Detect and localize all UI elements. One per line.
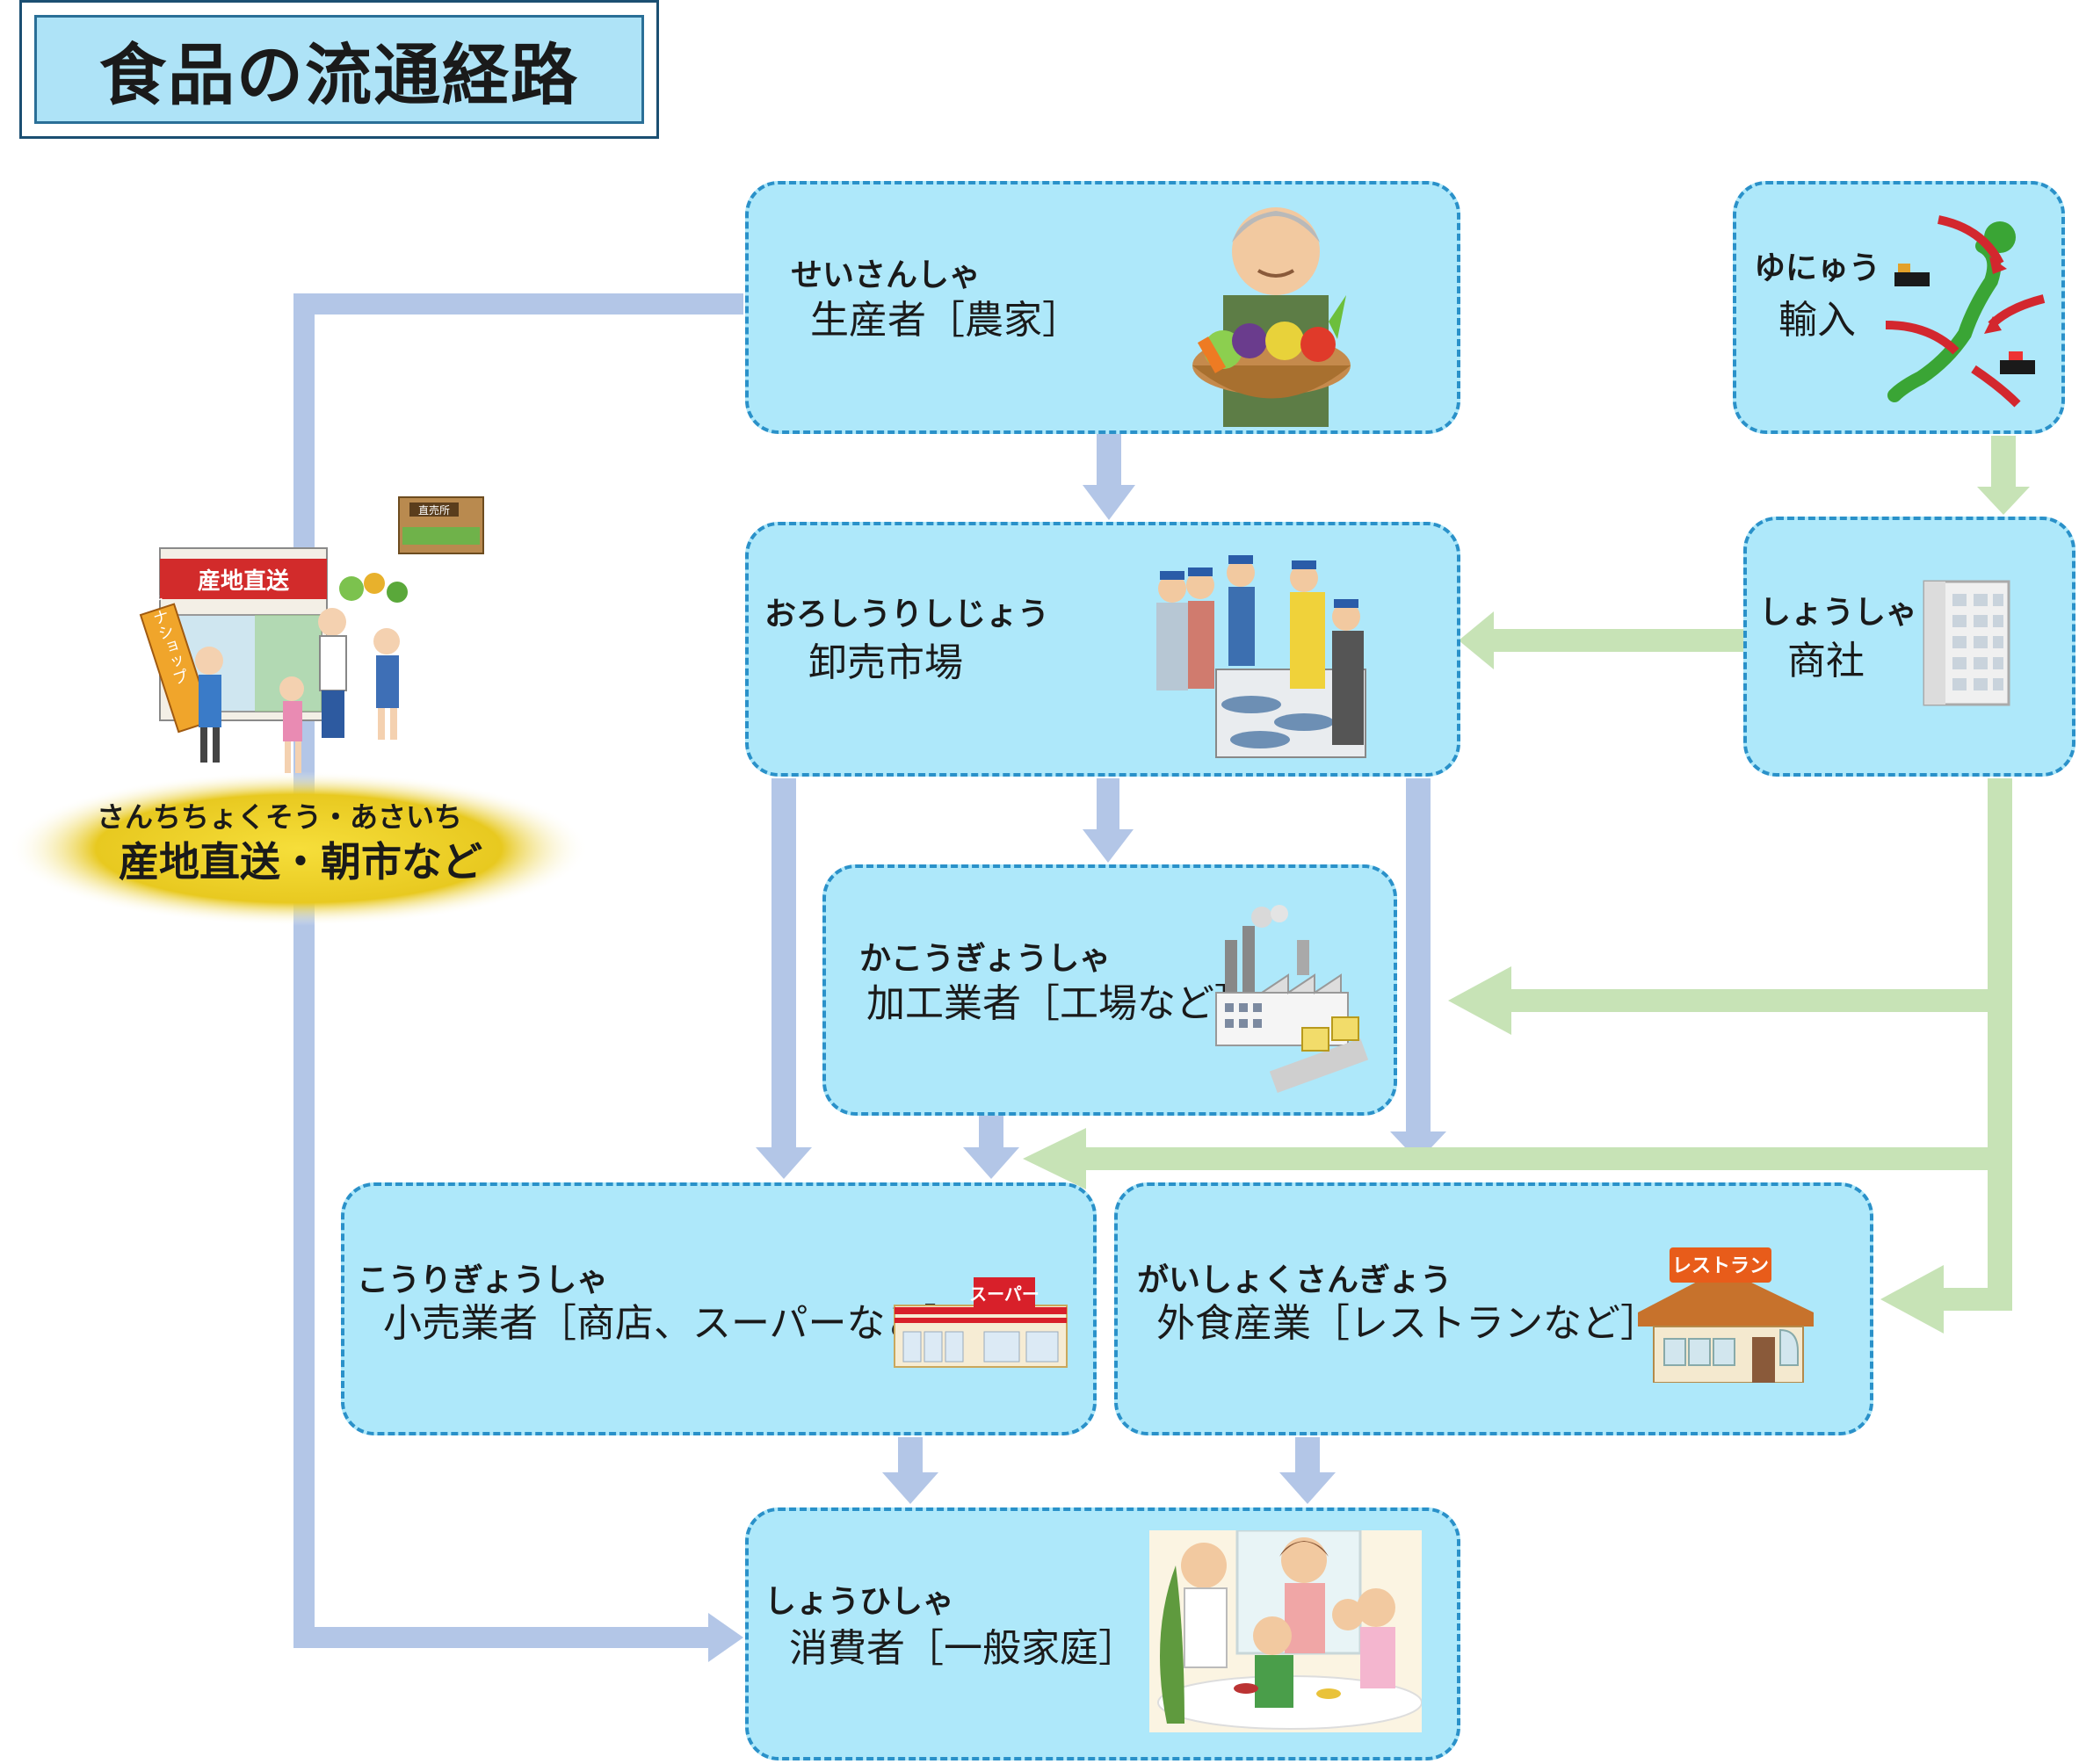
processor-label: 加工業者［工場など］ (866, 981, 1253, 1026)
arrow-wholesale-to-retail (756, 778, 812, 1179)
direct-sales-label: 産地直送・朝市など (119, 838, 482, 886)
office-building-icon (1923, 580, 2010, 706)
import-label: 輸入 (1778, 298, 1856, 343)
arrow-trading-to-food-service (1880, 1265, 2012, 1334)
restaurant-icon: レストラン (1638, 1247, 1814, 1383)
node-import: ゆにゅう 輸入 (1733, 181, 2065, 434)
arrow-trading-to-wholesale (1459, 611, 1749, 669)
trading-label: 商社 (1787, 639, 1865, 683)
retail-label: 小売業者［商店、スーパーなど］ (383, 1301, 963, 1346)
factory-icon (1215, 905, 1369, 1094)
arrow-producer-to-wholesale (1083, 432, 1135, 520)
farmer-icon (1192, 207, 1351, 427)
arrow-producer-to-consumer-direct (293, 293, 743, 1662)
retail-ruby: こうりぎょうしゃ (357, 1262, 609, 1298)
arrow-import-to-trading (1977, 436, 2030, 515)
producer-label: 生産者［農家］ (810, 298, 1081, 343)
node-producer: せいさんしゃ 生産者［農家］ (745, 181, 1460, 434)
domestic-arrows (293, 293, 1446, 1662)
node-retail: こうりぎょうしゃ 小売業者［商店、スーパーなど］ スーパー (341, 1182, 1097, 1435)
arrow-wholesale-to-food-service (1390, 778, 1446, 1161)
node-wholesale: おろしうりしじょう 卸売市場 (745, 522, 1460, 777)
arrow-trading-to-processor (1448, 966, 2012, 1035)
wholesale-ruby: おろしうりしじょう (764, 596, 1050, 633)
arrow-retail-to-consumer (882, 1437, 938, 1504)
producer-ruby: せいさんしゃ (791, 257, 982, 293)
processor-ruby: かこうぎょうしゃ (859, 941, 1112, 977)
direct-stall-sign: 直売所 (418, 503, 450, 517)
node-food-service: がいしょくさんぎょう 外食産業［レストランなど］ レストラン (1114, 1182, 1873, 1435)
node-processor: かこうぎょうしゃ 加工業者［工場など］ (822, 864, 1397, 1116)
food-service-label: 外食産業［レストランなど］ (1156, 1301, 1659, 1346)
arrow-trading-to-retail (1023, 1128, 2012, 1189)
market-icon (1156, 555, 1366, 758)
node-trading: しょうしゃ 商社 (1743, 517, 2075, 777)
restaurant-sign: レストラン (1672, 1255, 1769, 1277)
import-map-icon (1886, 215, 2046, 408)
supermarket-sign: スーパー (969, 1283, 1040, 1305)
family-dining-icon (1149, 1530, 1422, 1732)
arrow-wholesale-to-processor (1083, 778, 1134, 863)
arrow-processor-to-retail (963, 1116, 1019, 1179)
node-consumer: しょうひしゃ 消費者［一般家庭］ (745, 1507, 1460, 1760)
title-panel: 食品の流通経路 (34, 15, 644, 124)
food-service-ruby: がいしょくさんぎょう (1137, 1262, 1452, 1298)
direct-sales-ellipse (9, 771, 589, 926)
trading-ruby: しょうしゃ (1759, 595, 1918, 631)
arrow-food-service-to-consumer (1279, 1437, 1336, 1504)
page-title: 食品の流通経路 (99, 36, 579, 114)
import-ruby: ゆにゅう (1754, 250, 1881, 286)
wholesale-label: 卸売市場 (808, 640, 963, 685)
direct-shop-sign: 産地直送 (198, 568, 289, 595)
import-arrows (1023, 436, 2030, 1334)
direct-sales-ruby: さんちちょくそう・あさいち (97, 800, 463, 834)
consumer-ruby: しょうひしゃ (764, 1584, 955, 1620)
supermarket-icon: スーパー (894, 1277, 1068, 1368)
direct-customers (195, 608, 400, 773)
consumer-label: 消費者［一般家庭］ (789, 1626, 1137, 1671)
title-frame: 食品の流通経路 (19, 0, 659, 139)
